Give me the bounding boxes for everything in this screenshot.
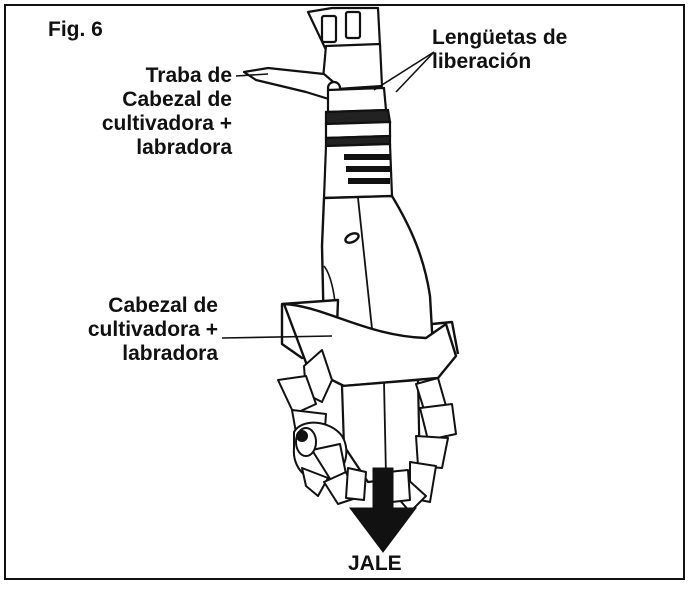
label-line: Lengüetas de <box>432 26 567 50</box>
label-line: liberación <box>432 50 567 74</box>
label-line: Cabezal de <box>26 88 232 112</box>
figure-frame: Fig. 6 Lengüetas de liberación Traba de … <box>4 4 685 580</box>
label-line: Traba de <box>26 64 232 88</box>
figure-number: Fig. 6 <box>48 18 103 42</box>
label-line: labradora <box>26 136 232 160</box>
release-tabs-label: Lengüetas de liberación <box>432 26 567 74</box>
head-lock-label: Traba de Cabezal de cultivadora + labrad… <box>26 64 232 160</box>
label-line: cultivadora + <box>26 318 218 342</box>
pull-label: JALE <box>348 552 402 576</box>
tiller-head-label: Cabezal de cultivadora + labradora <box>26 294 218 366</box>
label-line: Cabezal de <box>26 294 218 318</box>
tube <box>324 144 392 198</box>
label-line: labradora <box>26 342 218 366</box>
lower-housing <box>342 380 420 482</box>
collar <box>326 88 390 146</box>
label-line: cultivadora + <box>26 112 232 136</box>
